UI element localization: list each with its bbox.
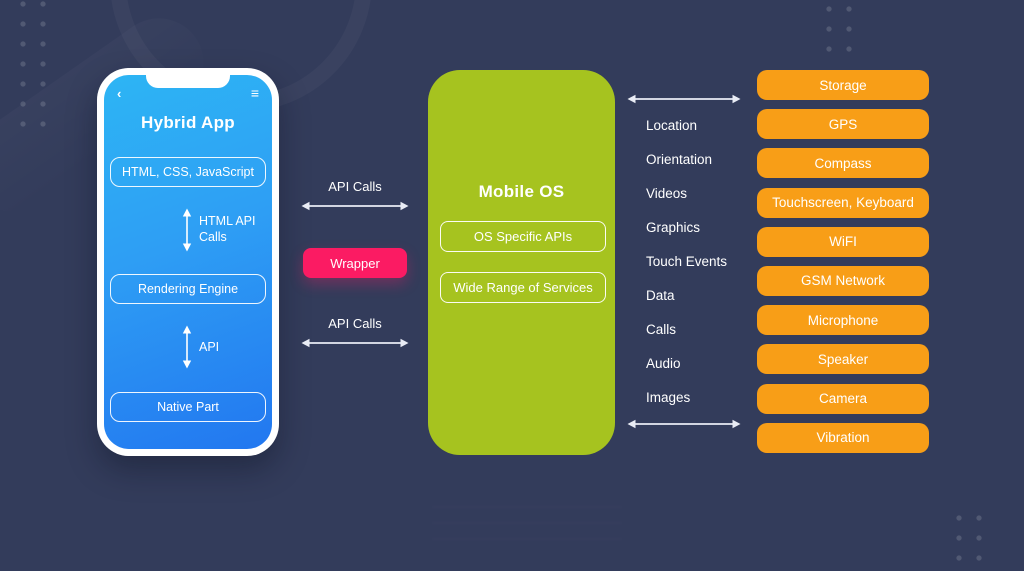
capability-calls: Calls [646, 321, 677, 337]
os-specific-apis-box: OS Specific APIs [440, 221, 606, 252]
vertical-double-arrow-html-api [182, 208, 192, 252]
api-calls-label-top: API Calls [328, 179, 382, 194]
dot-grid-top-right [819, 0, 861, 60]
html-api-calls-label: HTML API Calls [199, 213, 256, 245]
mobile-os-panel: Mobile OS OS Specific APIs Wide Range of… [428, 70, 615, 455]
device-speaker: Speaker [757, 344, 929, 375]
device-feature-column: Storage GPS Compass Touchscreen, Keyboar… [757, 70, 929, 453]
phone-screen: ‹ ≡ Hybrid App HTML, CSS, JavaScript HTM… [104, 75, 272, 449]
device-camera: Camera [757, 383, 929, 414]
horizontal-double-arrow-capabilities-bottom [627, 419, 741, 429]
dot-grid-top-left [13, 0, 55, 134]
rendering-engine-box: Rendering Engine [110, 274, 266, 304]
device-touchscreen-keyboard: Touchscreen, Keyboard [757, 187, 929, 218]
device-storage: Storage [757, 70, 929, 100]
capability-touch-events: Touch Events [646, 253, 728, 269]
capability-audio: Audio [646, 355, 681, 371]
wrapper-box: Wrapper [303, 248, 407, 278]
web-layer-box: HTML, CSS, JavaScript [110, 157, 266, 187]
back-arrow-icon: ‹ [117, 86, 122, 101]
device-microphone: Microphone [757, 305, 929, 336]
capability-list: Location Orientation Videos Graphics Tou… [646, 108, 727, 414]
native-part-box: Native Part [110, 392, 266, 422]
hamburger-menu-icon: ≡ [250, 85, 259, 101]
capability-data: Data [646, 287, 675, 303]
hybrid-app-title: Hybrid App [141, 113, 235, 132]
dot-grid-bottom-right [949, 508, 991, 571]
horizontal-double-arrow-api-calls-bottom [301, 338, 409, 348]
mobile-os-title: Mobile OS [478, 182, 565, 201]
vertical-double-arrow-api [182, 325, 192, 369]
horizontal-double-arrow-api-calls-top [301, 201, 409, 211]
phone-mockup: ‹ ≡ Hybrid App HTML, CSS, JavaScript HTM… [97, 68, 279, 456]
device-wifi: WiFI [757, 226, 929, 257]
html-api-calls-line1: HTML API [199, 214, 256, 228]
capability-graphics: Graphics [646, 219, 701, 235]
device-compass: Compass [757, 148, 929, 179]
device-gps: GPS [757, 109, 929, 140]
html-api-calls-line2: Calls [199, 230, 227, 244]
capability-orientation: Orientation [646, 151, 713, 167]
horizontal-double-arrow-capabilities-top [627, 94, 741, 104]
capability-location: Location [646, 117, 698, 133]
capability-videos: Videos [646, 185, 688, 201]
api-calls-label-bottom: API Calls [328, 316, 382, 331]
capability-images: Images [646, 389, 691, 405]
api-label: API [199, 340, 220, 354]
device-vibration: Vibration [757, 422, 929, 453]
faint-watermark [432, 506, 622, 540]
device-gsm-network: GSM Network [757, 265, 929, 296]
wide-range-of-services-box: Wide Range of Services [440, 272, 606, 303]
phone-notch [146, 75, 230, 88]
